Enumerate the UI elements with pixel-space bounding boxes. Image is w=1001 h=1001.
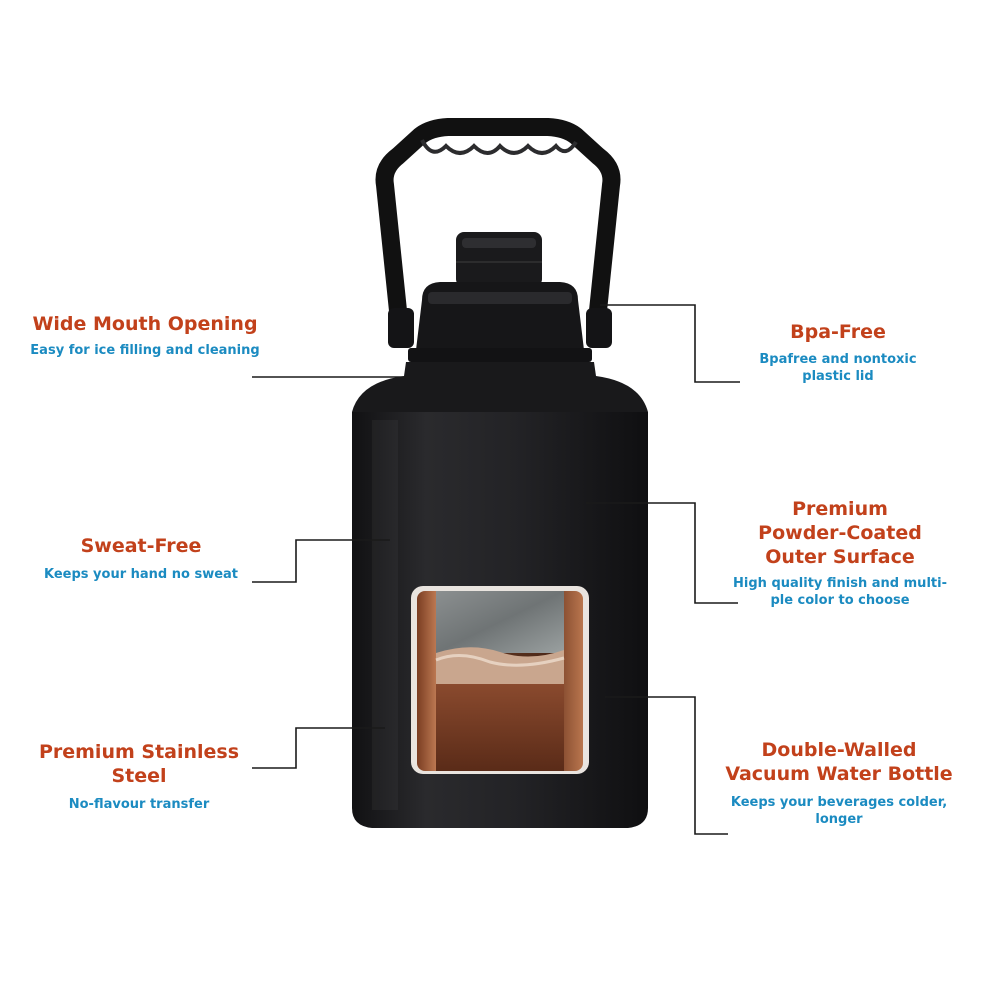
leader-double-walled <box>605 696 728 835</box>
handle-pivot-left <box>388 308 414 348</box>
feature-title: Sweat-Free <box>80 535 202 557</box>
lid[interactable] <box>408 232 592 362</box>
handle-grip <box>420 139 578 155</box>
feature-stainless-steel: Premium Stainless Steel No-flavour trans… <box>8 740 270 813</box>
feature-description: High quality finish and multi- ple color… <box>733 576 947 608</box>
handle-pivot-right <box>586 308 612 348</box>
feature-double-walled: Double-Walled Vacuum Water Bottle Keeps … <box>716 738 962 828</box>
feature-description: Keeps your hand no sweat <box>43 567 239 582</box>
feature-description: Bpafree and nontoxic plastic lid <box>759 352 917 384</box>
feature-title: Premium Powder-Coated Outer Surface <box>758 498 922 568</box>
feature-description: Keeps your beverages colder, longer <box>730 795 948 827</box>
leader-sweat-free <box>252 539 390 583</box>
feature-wide-mouth: Wide Mouth Opening Easy for ice filling … <box>14 312 276 359</box>
handle[interactable] <box>375 118 621 339</box>
feature-title: Wide Mouth Opening <box>32 313 258 335</box>
feature-description: No-flavour transfer <box>68 797 210 812</box>
leader-bpa-free <box>600 304 740 383</box>
cutaway-window <box>411 586 589 774</box>
feature-description: Easy for ice filling and cleaning <box>30 343 260 358</box>
leader-lines <box>252 304 740 835</box>
feature-powder-coated: Premium Powder-Coated Outer Surface High… <box>722 497 958 609</box>
leader-stainless <box>252 727 385 769</box>
feature-title: Premium Stainless Steel <box>38 741 240 787</box>
feature-bpa-free: Bpa-Free Bpafree and nontoxic plastic li… <box>728 320 948 385</box>
bottle-shoulder <box>352 362 648 412</box>
feature-sweat-free: Sweat-Free Keeps your hand no sweat <box>10 534 272 583</box>
feature-title: Double-Walled Vacuum Water Bottle <box>725 739 953 785</box>
feature-title: Bpa-Free <box>790 321 886 343</box>
leader-powder-coated <box>586 502 738 604</box>
